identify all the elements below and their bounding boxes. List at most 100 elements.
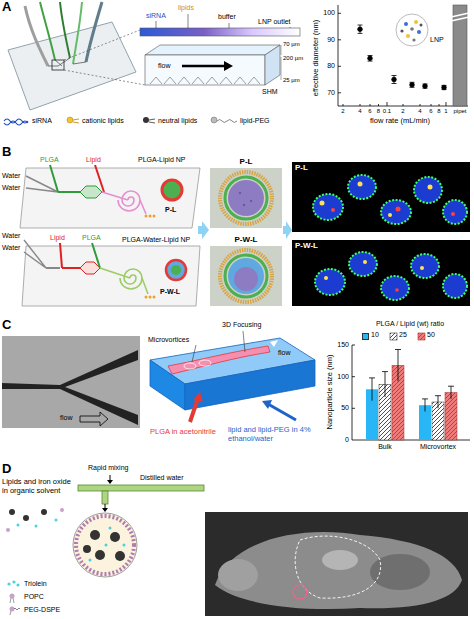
tem-images-part	[225, 255, 267, 297]
device-bottom-part	[149, 296, 152, 299]
figure-label: P-L	[165, 206, 176, 214]
figure-label: LNP	[430, 36, 444, 44]
mixing-schematic-part-part	[123, 544, 126, 547]
fluorescence-images-part-part	[381, 200, 411, 224]
legend-text: cationic lipids	[82, 117, 124, 125]
axis-tick: 0.1	[383, 108, 391, 115]
microvortex-schematic-part	[193, 392, 203, 402]
image-label: P-L	[292, 162, 470, 173]
device-top-part	[153, 215, 156, 218]
mixing-schematic-part	[78, 485, 204, 491]
device-bottom-part	[22, 246, 200, 306]
mixing-schematic-part	[7, 582, 10, 585]
figure-label: Lipids and iron oxide in organic solvent	[2, 478, 74, 495]
mixing-schematic-part-part	[6, 528, 10, 532]
legend-a-icons	[4, 117, 237, 125]
legend-swatch	[362, 333, 369, 340]
size-chart-a-part-part	[417, 30, 421, 34]
figure-label: Lipid	[50, 234, 65, 242]
axis-tick: 4	[418, 108, 421, 115]
channel-schematic-part	[156, 14, 290, 28]
fluorescence-images-part-part	[315, 269, 345, 295]
fluorescence-images-part-part	[349, 252, 377, 276]
size-chart-a-part	[338, 5, 339, 106]
mri-image-part	[205, 512, 468, 616]
channel-schematic-part	[182, 65, 224, 68]
device-top-part	[118, 191, 140, 211]
axis-tick: 70	[327, 89, 335, 97]
figure-label: flow	[60, 414, 72, 422]
mixing-schematic-part	[14, 608, 20, 610]
size-chart-c-part	[352, 345, 353, 440]
fluorescence-images-part-part	[414, 177, 442, 203]
size-chart-a-part-part	[420, 24, 423, 27]
legend-text: neutral lipids	[158, 117, 197, 125]
figure-label: siRNA	[146, 12, 166, 20]
image-panel: P-W-L	[292, 240, 470, 306]
size-chart-a-part-part	[410, 82, 415, 87]
fluorescence-images-part-part	[363, 260, 367, 264]
axis-tick: 0	[345, 436, 349, 444]
legend-title: PLGA / Lipid (wt) ratio	[376, 320, 444, 328]
fluorescence-images-part-part	[420, 266, 424, 270]
figure-label: 3D Focusing	[222, 321, 261, 329]
mixing-schematic-part	[102, 508, 108, 512]
size-chart-a-part-part	[410, 27, 414, 31]
microvortex-schematic-part	[192, 331, 245, 362]
size-chart-c	[352, 333, 470, 440]
tem-images-part	[228, 180, 264, 216]
device-bottom-part	[171, 265, 181, 275]
mixing-schematic-part	[73, 513, 137, 577]
device-bottom-part	[46, 267, 60, 269]
legend-a-icons-part	[73, 119, 79, 123]
channel-schematic-part	[281, 45, 282, 80]
tem-images-part	[239, 192, 241, 194]
fluorescence-images-part-part	[443, 274, 467, 298]
mixing-schematic-part	[16, 583, 19, 586]
mixing-schematic-part-part	[60, 508, 64, 512]
mixing-schematic-part-part	[110, 532, 120, 542]
channel-schematic-part	[145, 45, 280, 55]
axis-title: effective diameter (nm)	[312, 20, 321, 97]
size-chart-a-part	[338, 13, 341, 93]
panel-letter: A	[2, 0, 11, 15]
mri-image	[205, 512, 468, 616]
legend-text: Triolein	[24, 580, 47, 588]
image-label: P-W-L	[206, 234, 286, 245]
axis-tick: 6	[368, 108, 371, 115]
axis-tick: 8	[377, 108, 380, 115]
fluorescence-images-part-part	[396, 207, 401, 212]
device-top-part	[95, 165, 104, 192]
size-chart-a-part	[400, 20, 422, 42]
mixing-schematic-part	[10, 594, 15, 599]
figure-label: lipids	[178, 4, 194, 12]
channel-schematic-part	[140, 28, 300, 36]
size-chart-a-part-part	[368, 56, 373, 61]
fluorescence-images-part	[320, 182, 456, 218]
legend-text: 50	[427, 331, 435, 339]
fluorescence-images-part	[315, 252, 467, 300]
figure-label: Water	[2, 172, 20, 180]
mixing-schematic-part-part	[90, 530, 100, 540]
chip-photo-part	[25, 6, 48, 66]
figure-label: Rapid mixing	[88, 464, 128, 472]
mixing-schematic-part-part	[89, 559, 92, 562]
panel-letter: D	[2, 462, 11, 477]
size-chart-a-part-part	[442, 85, 447, 89]
figure-label: LNP outlet	[258, 18, 291, 26]
device-top-part	[140, 200, 146, 214]
chip-photo-part	[48, 58, 86, 66]
axis-tick: 6	[429, 108, 432, 115]
mri-image-part	[293, 585, 307, 599]
microvortex-schematic-part	[199, 360, 211, 366]
mixing-schematic-part-part	[115, 551, 125, 561]
tem-images-part	[220, 250, 272, 302]
figure-label: Water	[2, 232, 20, 240]
tem-images-part	[243, 204, 245, 206]
device-top-part	[58, 191, 80, 193]
image-panel: P-L	[206, 156, 286, 230]
device-bottom	[22, 240, 200, 306]
legend-a-icons-part	[217, 120, 237, 123]
